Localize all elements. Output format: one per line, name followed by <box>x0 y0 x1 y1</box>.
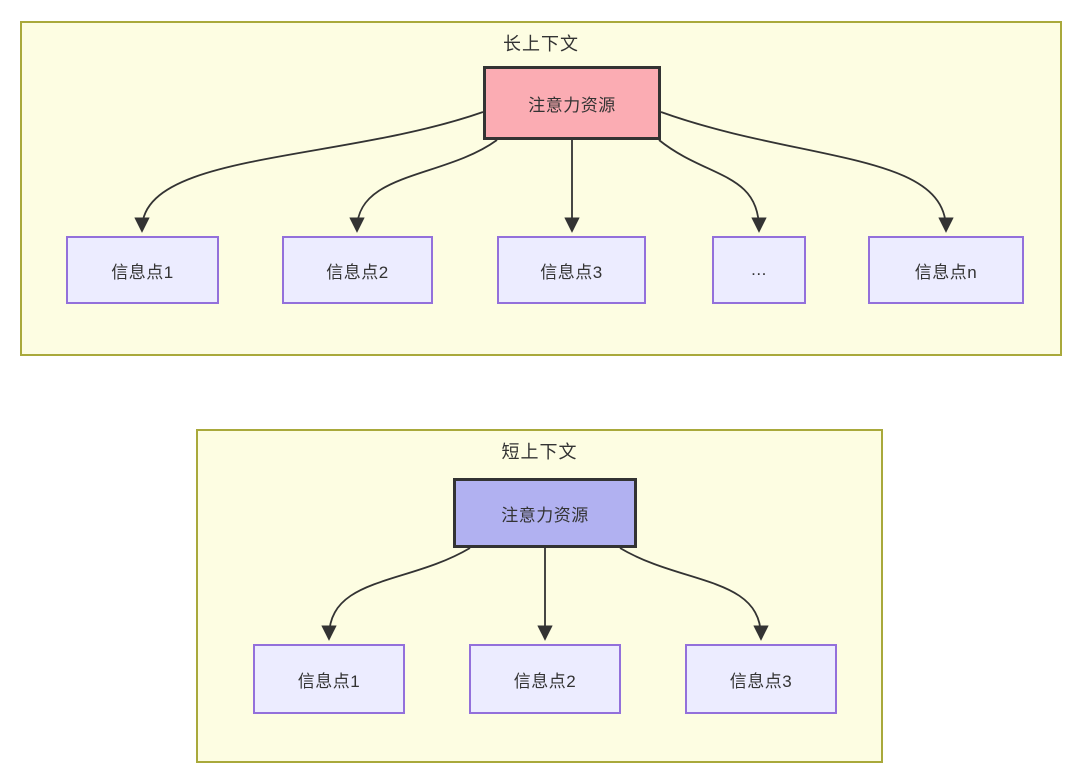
short-info-node-3: 信息点3 <box>685 644 837 714</box>
long-attention-node: 注意力资源 <box>483 66 661 140</box>
long-context-title: 长上下文 <box>503 34 579 54</box>
long-info-node-n: 信息点n <box>868 236 1024 304</box>
long-info-node-2: 信息点2 <box>282 236 433 304</box>
long-info-node-ellipsis: ... <box>712 236 806 304</box>
short-attention-node: 注意力资源 <box>453 478 637 548</box>
long-info-node-3: 信息点3 <box>497 236 646 304</box>
long-info-node-1: 信息点1 <box>66 236 219 304</box>
short-info-node-2: 信息点2 <box>469 644 621 714</box>
short-info-node-1: 信息点1 <box>253 644 405 714</box>
short-context-title: 短上下文 <box>501 442 578 462</box>
